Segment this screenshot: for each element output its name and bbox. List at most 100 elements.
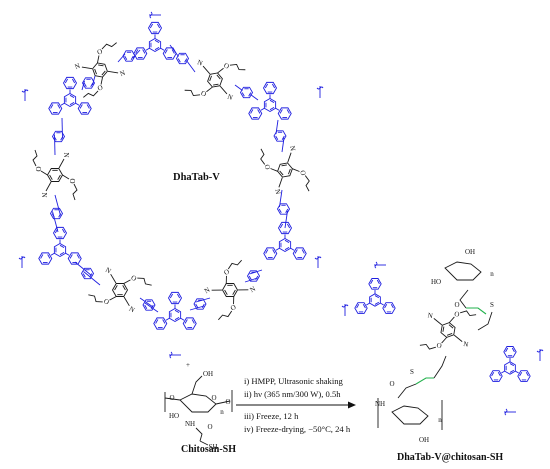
linker-ring xyxy=(440,322,456,338)
link-oxygen: O xyxy=(225,398,230,406)
bridge-bond xyxy=(81,80,85,91)
oxygen-atom: O xyxy=(130,274,138,283)
ring-double-bond xyxy=(279,223,284,229)
ring-double-bond xyxy=(71,78,76,84)
ether-bond xyxy=(441,337,448,344)
linker-ring xyxy=(111,283,129,297)
ring-double-bond xyxy=(376,279,380,285)
ring-double-bond xyxy=(51,213,55,218)
node-arm-bond xyxy=(366,302,370,306)
oxygen-atom: O xyxy=(263,164,272,170)
node-core-ring xyxy=(504,361,516,375)
oxygen-atom: O xyxy=(102,297,110,306)
break-wave xyxy=(18,256,26,260)
ring-double-bond xyxy=(448,324,454,329)
ring-outline xyxy=(92,62,108,78)
node-phenyl-ring xyxy=(77,102,92,115)
break-wave xyxy=(169,351,173,359)
ring-double-bond xyxy=(164,49,168,54)
polymer-break xyxy=(169,351,181,359)
node-arm-bond xyxy=(60,102,65,106)
ring-double-bond xyxy=(511,347,515,353)
ring-outline xyxy=(277,221,293,235)
node-arm-bond xyxy=(65,252,70,256)
imine-bond xyxy=(81,66,93,70)
ring-double-bond xyxy=(135,49,139,54)
condition-4: iv) Freeze-drying, −50°C, 24 h xyxy=(244,424,351,434)
polymer-break xyxy=(341,304,349,316)
ring-double-bond xyxy=(177,58,181,63)
bridge-phenyl-ring xyxy=(276,203,291,215)
ring-outline xyxy=(122,50,136,62)
ring-outline xyxy=(77,102,92,115)
ring-double-bond xyxy=(362,303,366,309)
ring-outline xyxy=(167,291,183,305)
nitrogen-atom: N xyxy=(463,340,469,349)
ring-outline xyxy=(81,77,96,89)
condition-3: iii) Freeze, 12 h xyxy=(244,411,299,421)
node-arm-bond xyxy=(501,370,505,374)
linker-ring xyxy=(221,283,239,297)
tpb-node xyxy=(263,221,307,260)
ring-double-bond xyxy=(176,293,181,299)
imine-bond xyxy=(219,85,228,95)
imine-bond xyxy=(453,334,463,342)
ring-double-bond xyxy=(442,326,445,332)
ring-outline xyxy=(517,370,531,382)
ring-double-bond xyxy=(76,254,80,259)
ring-double-bond xyxy=(525,371,529,377)
ether-bond xyxy=(448,316,455,323)
ring-outline xyxy=(263,247,278,260)
phenyl-bridge xyxy=(169,44,196,73)
ring-double-bond xyxy=(509,363,515,367)
allyl-chain xyxy=(184,89,201,97)
nitrogen-atom: N xyxy=(119,69,126,78)
tpb-node xyxy=(133,21,177,60)
ring-double-bond xyxy=(154,46,160,51)
ring-oxygen: O xyxy=(211,394,216,402)
ring-double-bond xyxy=(232,289,236,295)
bridge-phenyl-ring xyxy=(49,207,64,220)
bridge-bond xyxy=(132,49,141,59)
ring-outline xyxy=(49,207,64,220)
oxygen-atom: O xyxy=(298,170,307,176)
ring-double-bond xyxy=(374,295,380,299)
carbonyl-oxygen: O xyxy=(389,380,394,388)
node-phenyl-ring xyxy=(153,317,168,330)
hydroxyl-group: OH xyxy=(203,370,213,378)
linker-ring xyxy=(92,62,108,78)
ether-bond xyxy=(217,67,224,74)
ring-outline xyxy=(292,247,307,260)
tpb-node xyxy=(38,226,82,265)
ring-outline xyxy=(53,242,67,258)
ring-double-bond xyxy=(248,275,252,280)
nitrogen-atom: N xyxy=(196,58,203,67)
ether-bond xyxy=(292,168,300,172)
oxygen-atom: O xyxy=(34,166,42,171)
imine-bond xyxy=(58,158,65,169)
ring-double-bond xyxy=(224,289,228,295)
ring-double-bond xyxy=(384,303,388,309)
node-arm-bond xyxy=(180,317,185,321)
ring-double-bond xyxy=(98,64,104,67)
ring-double-bond xyxy=(257,109,261,114)
bridge-bond xyxy=(189,305,205,311)
ring-double-bond xyxy=(272,249,276,254)
bridge-bond xyxy=(83,271,101,286)
oxygen-atom: O xyxy=(229,303,237,312)
thioether-bond xyxy=(415,377,434,385)
node-arm-bond xyxy=(50,252,55,256)
polymer-break xyxy=(374,261,386,269)
ring-double-bond xyxy=(86,104,90,109)
ring-outline xyxy=(193,298,207,310)
allyl-chain xyxy=(419,343,436,350)
ring-double-bond xyxy=(370,279,374,285)
allyl-chain xyxy=(260,148,266,165)
bridge-phenyl-ring xyxy=(273,130,287,142)
ring-double-bond xyxy=(57,104,61,109)
propyl-chain xyxy=(433,355,447,379)
oxygen-atom: O xyxy=(436,341,442,350)
tpb-node xyxy=(248,81,292,120)
